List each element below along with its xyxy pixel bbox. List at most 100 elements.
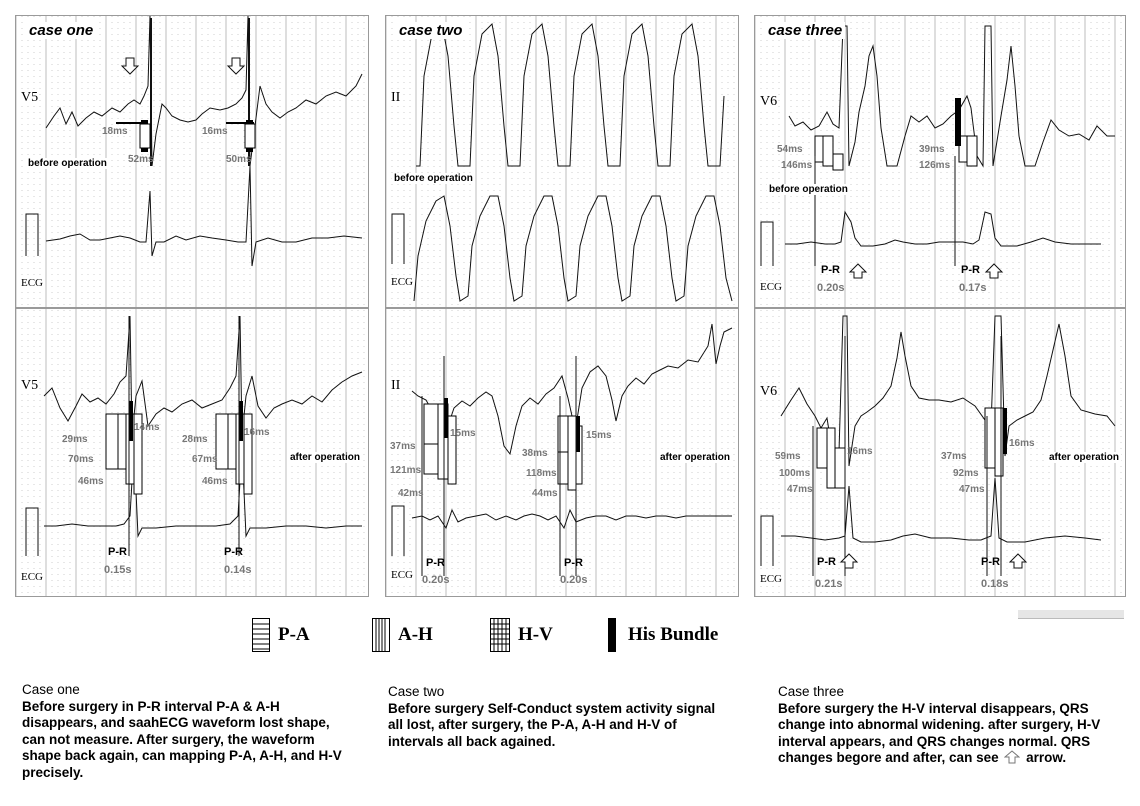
- pr-value: 0.20s: [817, 282, 845, 294]
- pr-value: 0.20s: [560, 574, 588, 586]
- caption-case-three: Case three Before surgery the H-V interv…: [778, 684, 1130, 767]
- interval-value: 18ms: [102, 126, 128, 137]
- after-operation-label: after operation: [288, 452, 363, 463]
- interval-value: 118ms: [526, 468, 557, 479]
- pr-label: P-R: [224, 546, 243, 558]
- interval-value: 29ms: [62, 434, 88, 445]
- interval-value: 121ms: [390, 465, 422, 476]
- pr-value: 0.21s: [815, 578, 843, 590]
- ecg-trace-after: [44, 445, 362, 538]
- interval-value: 47ms: [787, 484, 813, 495]
- pr-label: P-R: [108, 546, 127, 558]
- ii-trace-after: [411, 323, 733, 458]
- pr-value: 0.15s: [104, 564, 132, 576]
- caption-text: arrow.: [1026, 750, 1067, 765]
- pr-label: P-R: [981, 556, 1000, 568]
- pr-value: 0.17s: [959, 282, 987, 294]
- interval-value: 70ms: [68, 454, 94, 465]
- lead-label: V6: [759, 384, 779, 400]
- caption-heading: Case three: [778, 684, 845, 699]
- case-three-traces: [760, 25, 1116, 576]
- legend-label: P-A: [278, 624, 310, 645]
- interval-value: 44ms: [532, 488, 558, 499]
- up-arrow: [848, 263, 868, 279]
- interval-value: 47ms: [959, 484, 985, 495]
- case-one-traces: [25, 16, 363, 556]
- interval-value: 16ms: [1009, 438, 1035, 449]
- lead-label: ECG: [390, 569, 414, 581]
- ecg-trace-after: [411, 508, 732, 530]
- interval-value: 39ms: [919, 144, 945, 155]
- ecg-trace-before: [785, 210, 1101, 247]
- lead-label: ECG: [20, 571, 44, 583]
- down-arrow: [120, 57, 140, 75]
- interval-value: 50ms: [226, 154, 252, 165]
- legend-ah: A-H: [372, 618, 472, 652]
- before-operation-label: before operation: [26, 158, 109, 169]
- pr-value: 0.20s: [422, 574, 450, 586]
- interval-value: 126ms: [919, 160, 951, 171]
- scale-bar: [1018, 610, 1124, 619]
- lead-label: ECG: [390, 276, 414, 288]
- caption-text: Before surgery the H-V interval disappea…: [778, 700, 1101, 766]
- interval-value: 46ms: [78, 476, 104, 487]
- after-operation-label: after operation: [1047, 452, 1122, 463]
- caption-heading: Case one: [22, 682, 80, 697]
- interval-value: 16ms: [244, 427, 270, 438]
- after-operation-label: after operation: [658, 452, 733, 463]
- case-two-panel: case two II ECG II ECG before operation …: [385, 15, 739, 597]
- v5-trace-after: [43, 315, 363, 437]
- up-arrow: [1008, 553, 1028, 569]
- ii-trace-before: [416, 22, 725, 167]
- interval-value: 92ms: [953, 468, 979, 479]
- legend-pa: P-A: [252, 618, 342, 652]
- before-operation-label: before operation: [392, 173, 475, 184]
- pr-label: P-R: [426, 557, 445, 569]
- interval-value: 38ms: [522, 448, 548, 459]
- pr-label: P-R: [817, 556, 836, 568]
- legend-label: H-V: [518, 624, 553, 645]
- interval-value: 15ms: [586, 430, 612, 441]
- v6-trace-before: [788, 25, 1115, 168]
- up-arrow-icon: [1004, 750, 1021, 764]
- interval-value: 54ms: [777, 144, 803, 155]
- lead-label: V6: [759, 94, 779, 110]
- caption-case-one: Case one Before surgery in P-R interval …: [22, 682, 352, 781]
- interval-value: 28ms: [182, 434, 208, 445]
- down-arrow: [226, 57, 246, 75]
- pr-label: P-R: [961, 264, 980, 276]
- legend-label: His Bundle: [628, 624, 719, 645]
- grid-hatch-swatch: [490, 618, 510, 652]
- case-three-title: case three: [765, 22, 846, 39]
- pr-value: 0.14s: [224, 564, 252, 576]
- ecg-grid: [386, 16, 738, 596]
- interval-value: 67ms: [192, 454, 218, 465]
- lead-label: II: [390, 378, 402, 394]
- legend-his-bundle: His Bundle: [608, 618, 748, 652]
- caption-text: Before surgery Self-Conduct system activ…: [388, 700, 716, 749]
- ecg-trace-before: [413, 195, 733, 302]
- lead-label: ECG: [20, 277, 44, 289]
- legend-hv: H-V: [490, 618, 590, 652]
- interval-value: 42ms: [398, 488, 424, 499]
- ecg-trace-after: [781, 477, 1102, 543]
- before-operation-label: before operation: [767, 184, 850, 195]
- interval-value: 37ms: [390, 441, 416, 452]
- pr-value: 0.18s: [981, 578, 1009, 590]
- interval-value: 37ms: [941, 451, 967, 462]
- interval-value: 16ms: [847, 446, 873, 457]
- interval-value: 100ms: [779, 468, 811, 479]
- lead-label: II: [390, 90, 402, 106]
- interval-value: 46ms: [202, 476, 228, 487]
- horizontal-hatch-swatch: [252, 618, 270, 652]
- lead-label: ECG: [759, 573, 783, 585]
- ecg-grid: [755, 16, 1125, 596]
- interval-value: 146ms: [781, 160, 813, 171]
- up-arrow: [839, 553, 859, 569]
- interval-value: 16ms: [202, 126, 228, 137]
- case-one-title: case one: [26, 22, 97, 39]
- case-two-title: case two: [396, 22, 466, 39]
- up-arrow: [984, 263, 1004, 279]
- case-three-panel: case three V6 ECG V6 ECG before operatio…: [754, 15, 1126, 597]
- interval-value: 14ms: [134, 422, 160, 433]
